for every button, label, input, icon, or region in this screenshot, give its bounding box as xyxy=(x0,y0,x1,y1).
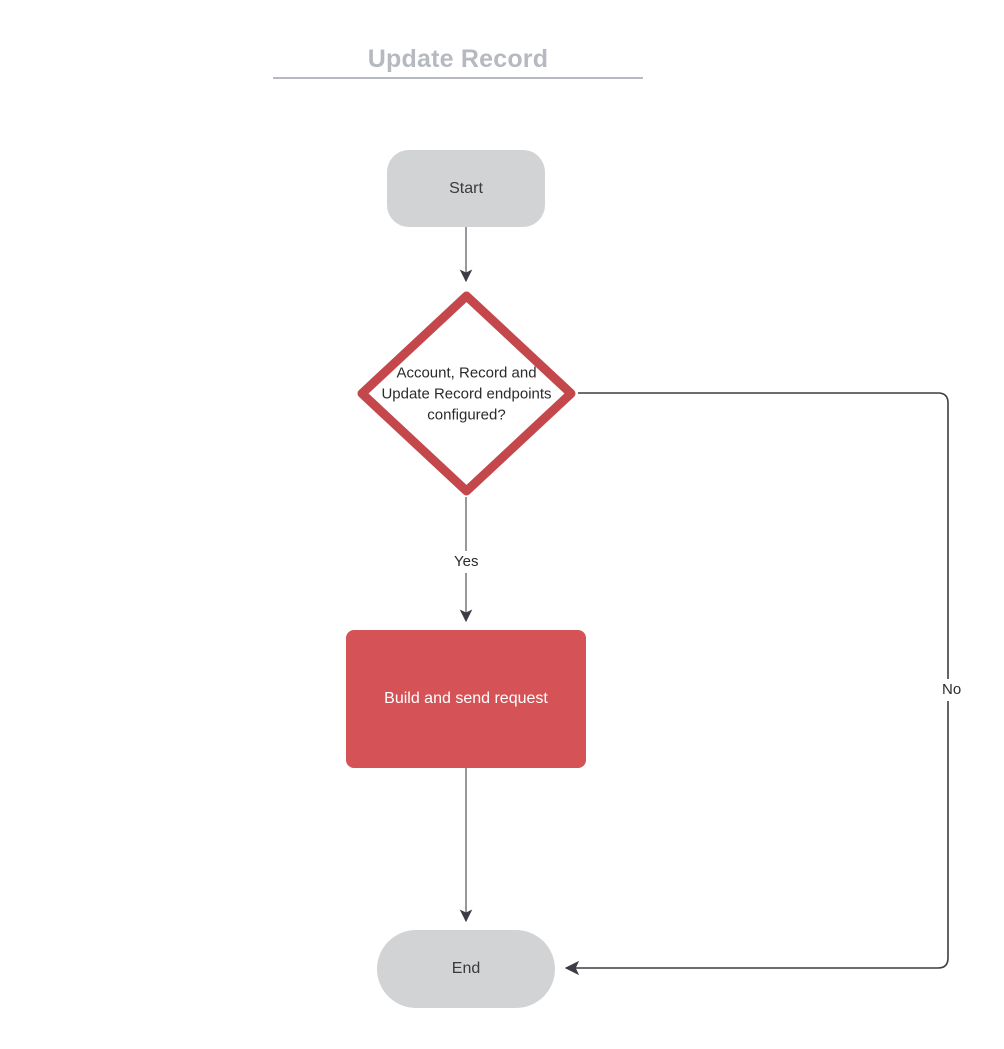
decision-diamond-shape xyxy=(357,291,576,496)
node-process[interactable]: Build and send request xyxy=(346,630,586,768)
edge-label-no: No xyxy=(938,679,966,701)
node-end[interactable]: End xyxy=(377,930,555,1008)
node-decision[interactable]: Account, Record and Update Record endpoi… xyxy=(356,290,577,497)
node-end-label: End xyxy=(451,960,481,977)
page-title: Update Record xyxy=(367,45,549,73)
edge-decision-no-to-end xyxy=(564,392,949,976)
edge-label-yes: Yes xyxy=(450,551,483,573)
title-underline xyxy=(273,77,643,79)
node-start-label: Start xyxy=(449,179,483,197)
node-process-label: Build and send request xyxy=(384,690,548,707)
node-start[interactable]: Start xyxy=(387,150,545,227)
